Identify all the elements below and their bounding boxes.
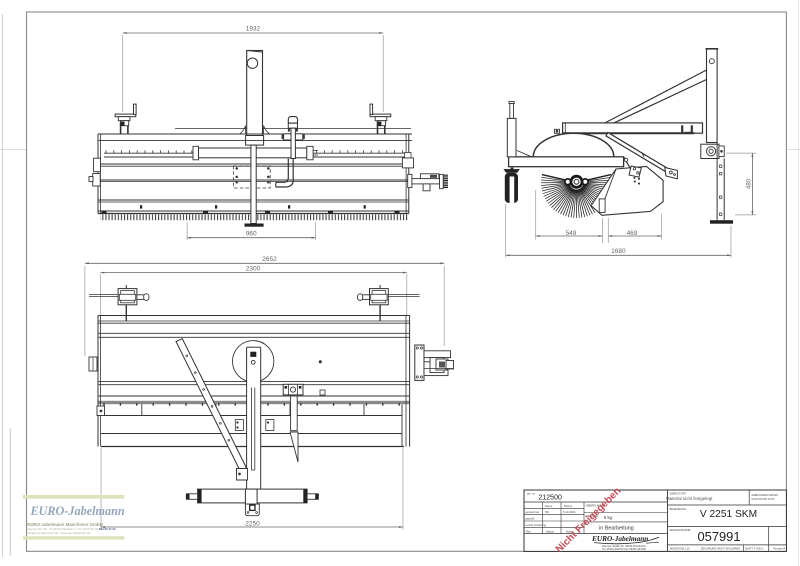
svg-text:Alsumer Str. 35 - 37 49479 Ibb: Alsumer Str. 35 - 37 49479 Ibbenbüren / … [27, 527, 105, 531]
svg-text:NN: NN [545, 510, 549, 514]
svg-text:MASSSTAB 1:10: MASSSTAB 1:10 [670, 547, 690, 551]
svg-text:Material nicht festgelegt: Material nicht festgelegt [666, 496, 713, 501]
svg-text:5 kg: 5 kg [604, 515, 613, 520]
svg-text:OBERFLÄCHE: OBERFLÄCHE [586, 504, 605, 508]
svg-text:GEBROCHENE KANTEN: GEBROCHENE KANTEN [752, 494, 779, 497]
svg-text:212500: 212500 [539, 495, 562, 502]
svg-text:1680: 1680 [611, 248, 626, 255]
svg-text:BLATT 1 VON 1: BLATT 1 VON 1 [745, 547, 764, 551]
svg-text:2652: 2652 [262, 256, 277, 263]
svg-text:960: 960 [246, 231, 257, 238]
svg-text:geprüft: geprüft [526, 517, 535, 521]
svg-text:Name: Name [566, 529, 574, 533]
svg-text:WERKSTOFF:: WERKSTOFF: [670, 491, 687, 495]
svg-text:BENENNUNG:: BENENNUNG: [670, 507, 688, 511]
svg-text:V 2251 SKM: V 2251 SKM [700, 509, 757, 520]
svg-text:2300: 2300 [246, 265, 261, 272]
svg-text:2250: 2250 [245, 521, 260, 528]
svg-text:Format A3: Format A3 [773, 547, 786, 551]
svg-text:info@euro-jabelmann.de - www: info@euro-jabelmann.de - www.euro-jabelm… [27, 531, 91, 535]
svg-text:549: 549 [566, 230, 577, 237]
svg-text:EURO-Jabelmann: EURO-Jabelmann [30, 504, 125, 518]
svg-text:ZEICHNUNGSNR.: ZEICHNUNGSNR. [670, 528, 692, 532]
svg-text:art. nr.: art. nr. [527, 492, 536, 496]
svg-text:Rev: Rev [526, 529, 532, 533]
svg-text:EURO-Jabelmann: EURO-Jabelmann [591, 534, 648, 543]
svg-text:ZEICHNUNG NICHT SKALIEREN: ZEICHNUNG NICHT SKALIEREN [701, 547, 740, 551]
svg-text:Letzte Änderung: Letzte Änderung [526, 523, 547, 527]
svg-text:Alsumer Straße 35, 49479 Ibben: Alsumer Straße 35, 49479 Ibbenbüren [602, 544, 647, 548]
svg-text:in Bearbeitung: in Bearbeitung [599, 525, 634, 531]
svg-text:1932: 1932 [246, 26, 261, 33]
svg-text:gezeichnet: gezeichnet [526, 510, 540, 514]
svg-text:NACH DIN ISO 13715: NACH DIN ISO 13715 [752, 498, 775, 501]
svg-text:Tel. 05451-934700 Fax 05451-93: Tel. 05451-934700 Fax 05451-934790 [602, 547, 647, 551]
svg-text:469: 469 [627, 230, 638, 237]
svg-text:Datum: Datum [564, 504, 573, 508]
svg-text:Datum: Datum [546, 529, 555, 533]
svg-text:EURO-Jabelmann Maschinen GmbH: EURO-Jabelmann Maschinen GmbH [27, 522, 102, 527]
svg-text:5.10.2021: 5.10.2021 [563, 510, 576, 514]
svg-text:057991: 057991 [697, 529, 740, 544]
svg-text:GEWICHT:: GEWICHT: [586, 514, 600, 518]
svg-text:Fax 93 47-90: Fax 93 47-90 [99, 527, 116, 531]
svg-text:480: 480 [747, 178, 753, 189]
svg-text:Name: Name [545, 504, 553, 508]
